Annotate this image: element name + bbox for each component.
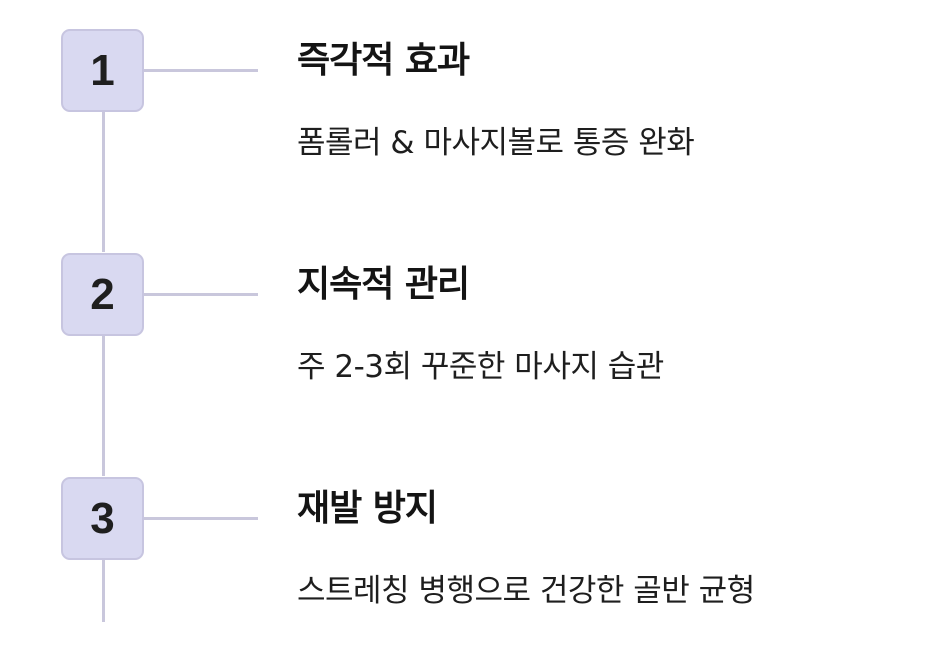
step-title: 재발 방지 — [297, 488, 438, 529]
step-title: 즉각적 효과 — [297, 40, 470, 81]
timeline-vertical-line — [102, 560, 105, 622]
timeline-step-2: 2 지속적 관리 주 2-3회 꾸준한 마사지 습관 — [0, 253, 942, 423]
step-connector-line — [144, 517, 258, 520]
timeline-step-3: 3 재발 방지 스트레칭 병행으로 건강한 골반 균형 — [0, 477, 942, 647]
step-number-badge: 1 — [61, 29, 144, 112]
step-description: 스트레칭 병행으로 건강한 골반 균형 — [297, 573, 755, 609]
step-connector-line — [144, 69, 258, 72]
timeline-vertical-line — [102, 112, 105, 252]
timeline-step-1: 1 즉각적 효과 폼롤러 & 마사지볼로 통증 완화 — [0, 29, 942, 199]
step-description: 주 2-3회 꾸준한 마사지 습관 — [297, 349, 664, 385]
step-connector-line — [144, 293, 258, 296]
step-description: 폼롤러 & 마사지볼로 통증 완화 — [297, 125, 695, 161]
step-title: 지속적 관리 — [297, 264, 470, 305]
timeline-vertical-line — [102, 336, 105, 476]
step-number-badge: 2 — [61, 253, 144, 336]
step-number-badge: 3 — [61, 477, 144, 560]
